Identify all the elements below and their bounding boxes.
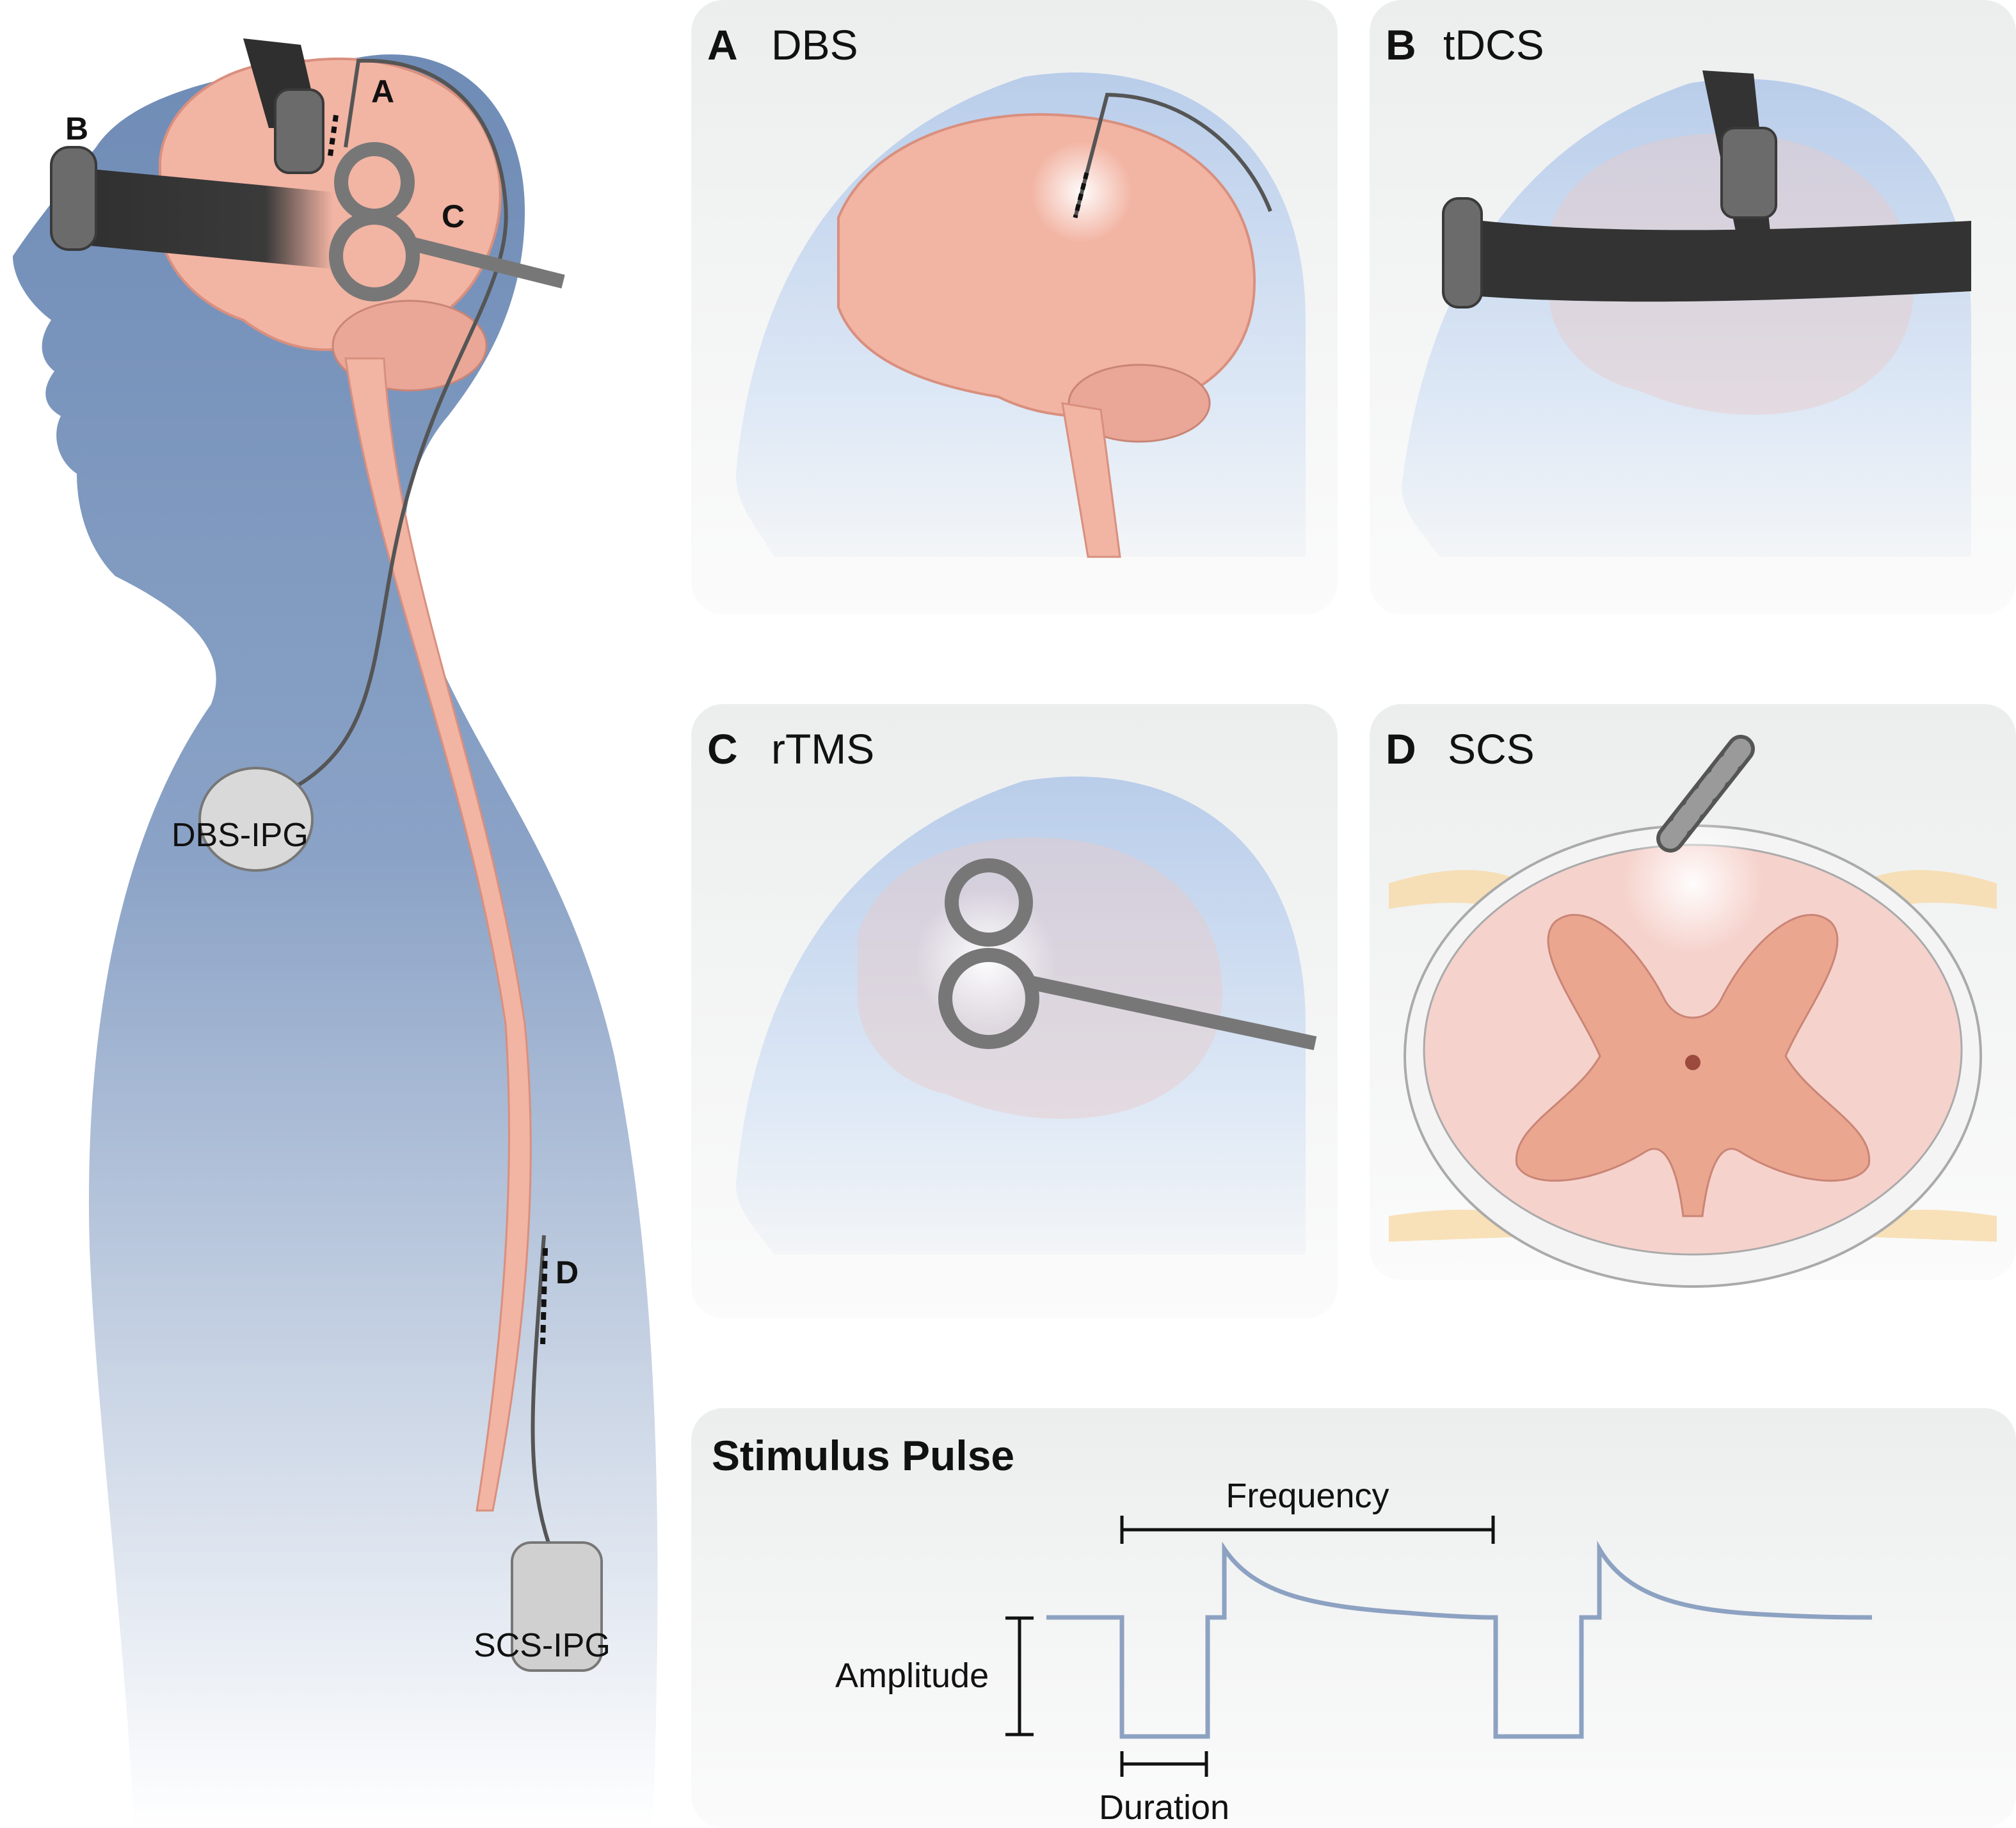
panel-dbs-brainstem bbox=[1061, 402, 1121, 558]
label-b: B bbox=[65, 111, 88, 147]
panel-rtms-letter: C bbox=[707, 725, 738, 773]
frequency-bracket bbox=[1120, 1516, 1495, 1544]
tdcs-band bbox=[64, 166, 333, 269]
label-c: C bbox=[442, 198, 465, 234]
amplitude-label: Amplitude bbox=[835, 1656, 989, 1695]
dbs-lead-wire bbox=[293, 58, 508, 789]
label-a: A bbox=[371, 74, 394, 109]
panel-dbs-title: DBS bbox=[771, 21, 858, 68]
panel-stimulus-pulse: Stimulus Pulse Frequency Amplitude Durat… bbox=[691, 1408, 2016, 1828]
panel-scs-letter: D bbox=[1386, 725, 1416, 773]
tdcs-electrode-top bbox=[274, 88, 324, 174]
panel-tdcs: B tDCS bbox=[1370, 0, 2016, 614]
panel-dbs-lead bbox=[1073, 92, 1272, 218]
panel-dbs-letter: A bbox=[707, 21, 738, 68]
panel-tdcs-title: tDCS bbox=[1443, 21, 1544, 68]
scs-ipg-label: SCS-IPG bbox=[474, 1627, 611, 1664]
tdcs-electrode-front bbox=[50, 146, 97, 251]
panel-tdcs-electrode-top bbox=[1720, 127, 1777, 219]
panel-tdcs-electrode-front bbox=[1442, 197, 1483, 309]
duration-bracket bbox=[1120, 1751, 1208, 1777]
scs-lead-wire bbox=[531, 1235, 552, 1550]
panel-tdcs-band bbox=[1456, 218, 1971, 302]
panel-tdcs-letter: B bbox=[1386, 21, 1416, 68]
dbs-ipg-label: DBS-IPG bbox=[172, 817, 308, 854]
scs-ipg-device bbox=[511, 1541, 603, 1672]
scs-electrode bbox=[540, 1247, 548, 1345]
duration-label: Duration bbox=[1099, 1788, 1229, 1827]
panel-rtms-title: rTMS bbox=[771, 725, 874, 773]
amplitude-bracket bbox=[1005, 1616, 1034, 1736]
label-d: D bbox=[556, 1255, 579, 1290]
body-illustration: A B C D DBS-IPG SCS-IPG bbox=[13, 38, 658, 1828]
frequency-label: Frequency bbox=[1226, 1477, 1389, 1515]
panel-scs: D SCS bbox=[1370, 704, 2016, 1288]
panel-dbs: A DBS bbox=[691, 0, 1338, 614]
panel-rtms-coil bbox=[938, 858, 1317, 1050]
pulse-waveform bbox=[1046, 1541, 1873, 1739]
panel-scs-lead bbox=[1656, 735, 1755, 853]
panel-scs-title: SCS bbox=[1448, 725, 1535, 773]
panel-tdcs-head bbox=[1402, 79, 1971, 557]
panel-scs-central-canal bbox=[1685, 1055, 1700, 1070]
spinal-cord bbox=[344, 357, 532, 1512]
panel-scs-glow bbox=[1622, 813, 1763, 954]
panel-dbs-electrode bbox=[1073, 172, 1089, 218]
panel-rtms: C rTMS bbox=[691, 704, 1338, 1319]
panel-dbs-brain bbox=[837, 113, 1256, 418]
pulse-panel-bg bbox=[691, 1408, 2016, 1828]
pulse-title: Stimulus Pulse bbox=[712, 1432, 1014, 1479]
panel-dbs-cerebellum bbox=[1068, 364, 1211, 443]
dbs-ipg-device bbox=[198, 767, 314, 872]
dbs-electrode bbox=[327, 115, 339, 161]
rtms-coil bbox=[329, 142, 565, 301]
